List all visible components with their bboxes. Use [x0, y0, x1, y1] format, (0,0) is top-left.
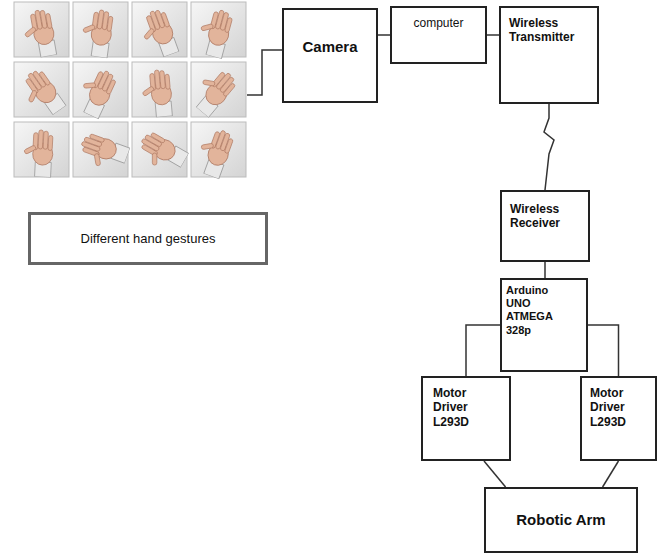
node-label: Arduino UNO ATMEGA 328p — [506, 284, 568, 337]
process-box: Robotic Arm — [484, 487, 638, 553]
gesture-photo — [73, 122, 130, 177]
node-label: Camera — [302, 38, 357, 56]
gesture-photo — [132, 2, 187, 61]
process-box: Wireless Receiver — [500, 190, 590, 262]
process-box: Arduino UNO ATMEGA 328p — [500, 278, 588, 372]
connector-line — [487, 34, 499, 36]
process-box: Wireless Transmitter — [499, 6, 599, 104]
gesture-photo — [191, 2, 246, 59]
connector-line — [484, 461, 506, 487]
connector-line — [603, 461, 619, 487]
process-box: Motor Driver L293D — [580, 376, 657, 461]
node-label: Different hand gestures — [81, 231, 216, 247]
process-box: Different hand gestures — [28, 212, 268, 265]
connector-line — [544, 104, 554, 190]
gesture-photo — [14, 2, 69, 60]
gesture-photo — [14, 62, 69, 122]
gesture-photo — [132, 122, 189, 178]
process-box: Motor Driver L293D — [421, 376, 511, 461]
gesture-photo — [73, 2, 128, 58]
process-box: Camera — [282, 8, 378, 103]
gesture-photo — [14, 122, 69, 178]
node-label: Motor Driver L293D — [433, 386, 488, 429]
connector-line — [544, 262, 546, 278]
camera-wire — [247, 50, 282, 95]
node-label: Wireless Receiver — [510, 202, 582, 231]
node-label: computer — [413, 16, 463, 30]
connector-line — [378, 34, 390, 36]
gesture-photo — [191, 122, 246, 179]
gesture-photo — [73, 62, 128, 119]
node-label: Motor Driver L293D — [590, 386, 645, 429]
node-label: Wireless Transmitter — [509, 16, 591, 45]
gesture-photo — [187, 62, 246, 118]
process-box: computer — [390, 6, 487, 64]
connector-line — [588, 325, 619, 376]
node-label: Robotic Arm — [516, 511, 605, 529]
connector-line — [466, 325, 500, 376]
gesture-photo — [132, 62, 187, 118]
